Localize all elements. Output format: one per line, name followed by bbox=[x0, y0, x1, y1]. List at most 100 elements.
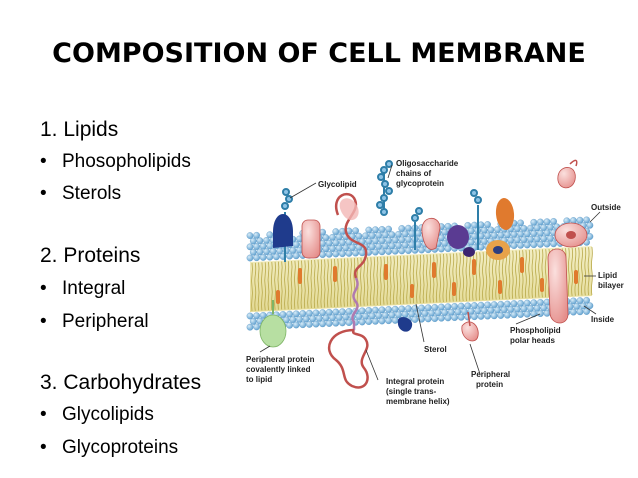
phospholipid-head bbox=[339, 250, 346, 258]
phospholipid-head bbox=[444, 314, 452, 322]
diagram-labels: Oligosaccharide chains of glycoprotein G… bbox=[246, 159, 624, 406]
phospholipid-head bbox=[583, 308, 590, 315]
phospholipid-head bbox=[375, 243, 383, 250]
phospholipid-head bbox=[325, 320, 333, 327]
phospholipid-head bbox=[339, 319, 346, 327]
phospholipid-head bbox=[286, 310, 293, 318]
phospholipid-head bbox=[266, 242, 274, 250]
section-heading-carbohydrates: 3. Carbohydrates bbox=[40, 371, 202, 394]
phospholipid-head bbox=[523, 230, 531, 238]
phospholipid-head bbox=[325, 250, 333, 258]
phospholipid-head bbox=[543, 309, 551, 317]
label-inside: Inside bbox=[591, 315, 615, 324]
phospholipid-head bbox=[583, 216, 590, 224]
phospholipid-head bbox=[444, 245, 452, 253]
phospholipid-head bbox=[385, 236, 392, 244]
phospholipid-head bbox=[292, 252, 300, 260]
phospholipid-head bbox=[289, 247, 297, 254]
phospholipid-head bbox=[322, 234, 330, 241]
bullet-icon: • bbox=[40, 311, 47, 332]
bullet-text: Phosopholipids bbox=[62, 151, 191, 172]
phospholipid-head bbox=[513, 305, 521, 313]
label-covalently-linked: covalently linked bbox=[246, 365, 311, 374]
phospholipid-head bbox=[335, 244, 343, 252]
phospholipid-head bbox=[523, 241, 531, 249]
phospholipid-head bbox=[339, 308, 346, 316]
phospholipid-head bbox=[464, 222, 472, 229]
phospholipid-head bbox=[388, 242, 396, 250]
bullet-icon: • bbox=[40, 437, 47, 458]
phospholipid-head bbox=[411, 316, 419, 323]
phospholipid-head bbox=[246, 232, 254, 239]
phospholipid-head bbox=[378, 317, 386, 325]
phospholipid-head bbox=[537, 229, 544, 237]
phospholipid-head bbox=[381, 242, 389, 250]
phospholipid-head bbox=[537, 241, 544, 248]
label-oligosaccharide-2: chains of bbox=[396, 169, 431, 178]
phospholipid-head bbox=[246, 312, 254, 320]
label-protein: protein bbox=[476, 380, 503, 389]
phospholipid-head bbox=[381, 311, 389, 319]
phospholipid-head bbox=[570, 308, 577, 316]
phospholipid-head bbox=[457, 313, 465, 321]
phospholipid-head bbox=[253, 312, 260, 320]
phospholipid-head bbox=[322, 245, 330, 253]
phospholipid-head bbox=[253, 254, 260, 262]
phospholipid-head bbox=[398, 305, 406, 313]
phospholipid-head bbox=[583, 296, 590, 304]
phospholipid-head bbox=[418, 304, 425, 312]
phospholipid-head bbox=[391, 247, 399, 255]
phospholipid-head bbox=[253, 231, 260, 239]
bullet-text: Glycoproteins bbox=[62, 437, 179, 458]
phospholipid-head bbox=[342, 244, 350, 252]
phospholipid-head bbox=[253, 243, 260, 250]
phospholipid-head bbox=[256, 248, 264, 256]
phospholipid-head bbox=[372, 317, 379, 325]
bullet-icon: • bbox=[40, 151, 47, 172]
phospholipid-head bbox=[517, 219, 524, 227]
peripheral-protein-topright bbox=[557, 167, 576, 189]
phospholipid-head bbox=[279, 311, 287, 318]
phospholipid-head bbox=[312, 320, 320, 328]
phospholipid-head bbox=[504, 311, 511, 319]
phospholipid-head bbox=[527, 305, 534, 312]
phospholipid-head bbox=[507, 236, 515, 244]
phospholipid-head bbox=[372, 226, 379, 234]
phospholipid-head bbox=[269, 247, 277, 255]
phospholipid-head bbox=[405, 236, 412, 243]
integral-protein-purple bbox=[447, 225, 469, 249]
oligosaccharide-chain bbox=[376, 160, 393, 216]
phospholipid-head bbox=[517, 230, 524, 238]
phospholipid-head bbox=[332, 239, 340, 247]
phospholipid-head bbox=[438, 314, 445, 322]
phospholipid-head bbox=[358, 307, 366, 315]
phospholipid-head bbox=[467, 238, 475, 246]
phospholipid-head bbox=[441, 228, 449, 236]
phospholipid-head bbox=[484, 312, 491, 320]
phospholipid-head bbox=[471, 302, 478, 309]
phospholipid-head bbox=[444, 222, 452, 230]
integral-protein-purple-small bbox=[463, 247, 475, 257]
label-polar-heads: polar heads bbox=[510, 336, 555, 345]
phospholipid-head bbox=[306, 321, 313, 328]
phospholipid-head bbox=[372, 306, 379, 314]
phospholipid-head bbox=[375, 231, 383, 239]
phospholipid-head bbox=[381, 231, 389, 239]
phospholipid-head bbox=[520, 225, 528, 232]
leader-lines bbox=[259, 164, 601, 381]
label-glycolipid: Glycolipid bbox=[318, 180, 357, 189]
phospholipid-head bbox=[329, 233, 336, 241]
phospholipid-head bbox=[540, 235, 548, 243]
phospholipid-head bbox=[510, 300, 518, 307]
phospholipid-head bbox=[385, 306, 392, 313]
label-single-trans: (single trans- bbox=[386, 387, 437, 396]
bullet-text: Sterols bbox=[62, 183, 122, 204]
phospholipid-head bbox=[391, 305, 399, 313]
label-membrane-helix: membrane helix) bbox=[386, 397, 450, 406]
phospholipid-head bbox=[471, 313, 478, 321]
phospholipid-head bbox=[424, 315, 432, 323]
phospholipid-head bbox=[533, 235, 541, 243]
phospholipid-head bbox=[477, 313, 485, 320]
bullet-item-integral: •Integral bbox=[40, 278, 125, 300]
phospholipid-head bbox=[292, 321, 300, 329]
